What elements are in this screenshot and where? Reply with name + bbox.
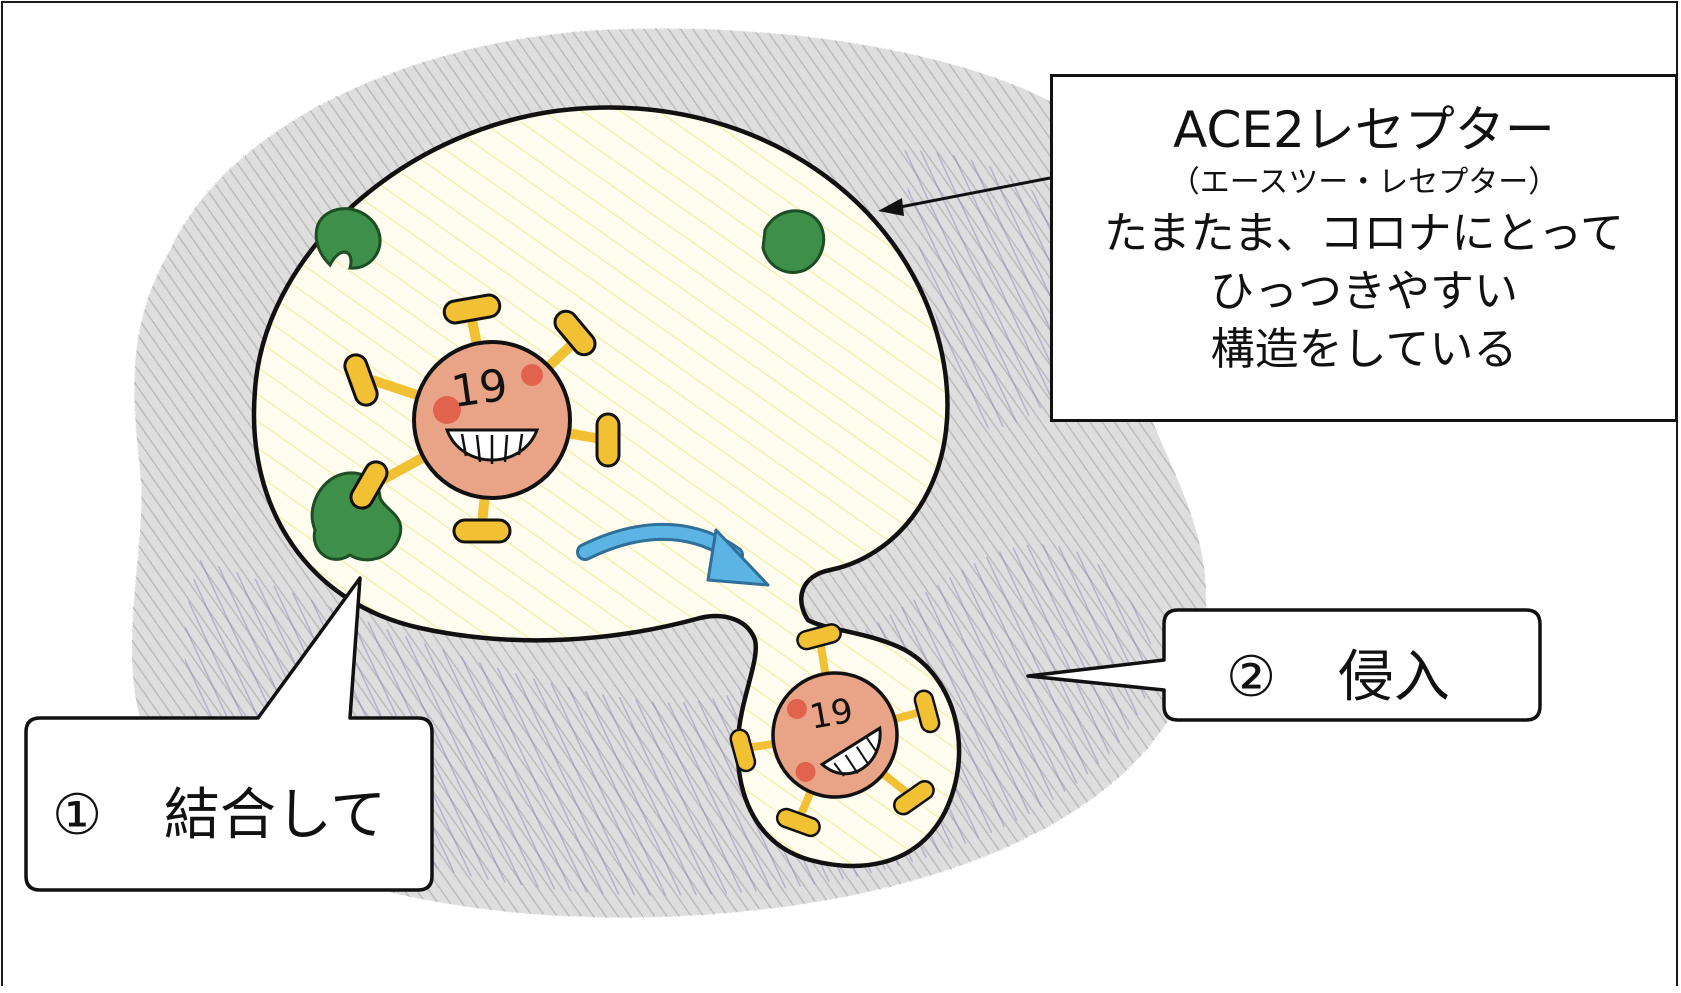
- receptor-label-box: ACE2レセプター （エースツー・レセプター） たまたま、コロナにとって ひっつ…: [1050, 74, 1678, 422]
- callout-step1-bubble: [24, 576, 434, 892]
- step1-number: ①: [52, 783, 103, 848]
- ace2-receptor-icon: [761, 209, 826, 274]
- virus-badge: 19: [448, 360, 511, 418]
- step1-text: 結合して: [163, 783, 387, 848]
- receptor-description-line3: 構造をしている: [1210, 324, 1518, 375]
- step2-text: 侵入: [1337, 645, 1450, 710]
- tissue-purple-shading-top: [900, 150, 1092, 430]
- callout-step2-bubble: [1026, 608, 1542, 722]
- invasion-arrow-icon: [576, 522, 770, 587]
- receptor-pointer-arrow: [878, 176, 1051, 216]
- ace2-receptor-icon: [314, 207, 382, 270]
- step1-label: ① 結合して: [52, 770, 386, 851]
- virus-badge: 19: [807, 691, 857, 738]
- receptor-reading: （エースツー・レセプター）: [1169, 165, 1559, 200]
- step2-label: ② 侵入: [1226, 632, 1450, 713]
- receptor-description-line2: ひっつきやすい: [1210, 266, 1518, 317]
- virus-icon: 19: [729, 623, 941, 838]
- receptor-title: ACE2レセプター: [1173, 101, 1555, 159]
- receptor-description-line1: たまたま、コロナにとって: [1103, 208, 1625, 259]
- cell-membrane: [251, 105, 962, 869]
- step2-number: ②: [1226, 645, 1277, 710]
- virus-icon: 19: [343, 293, 621, 544]
